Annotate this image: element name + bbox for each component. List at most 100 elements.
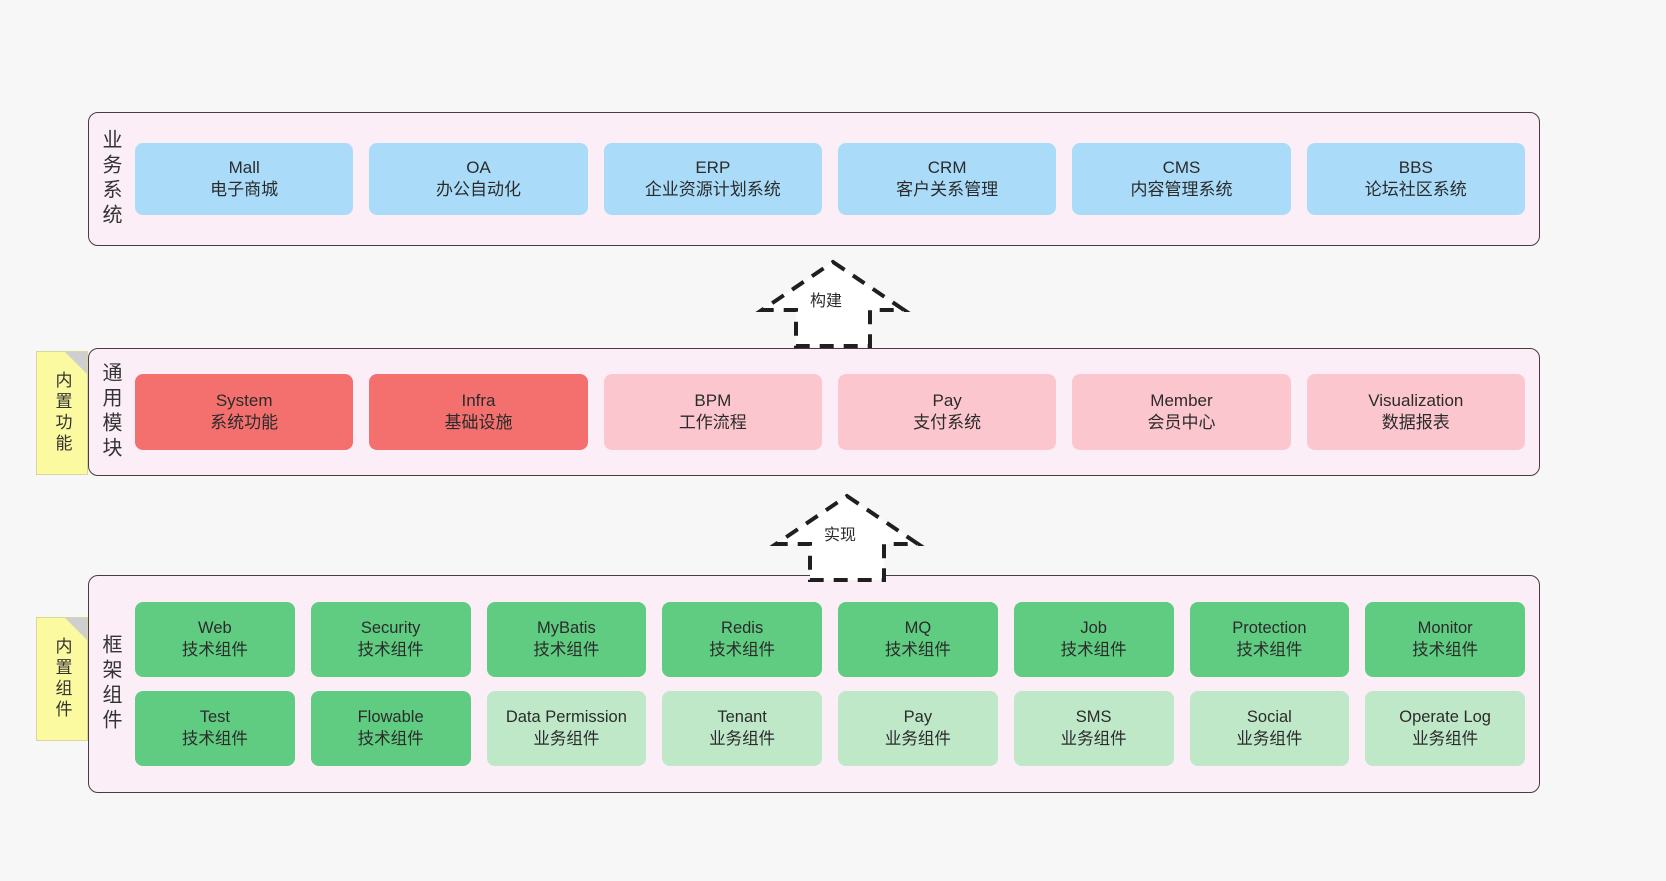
- component-card-title: Data Permission: [505, 708, 627, 727]
- component-card-subtitle: 技术组件: [181, 729, 248, 748]
- module-card-title: ERP: [695, 158, 731, 178]
- sticky-note-builtin-components: 内置组件: [36, 617, 88, 741]
- module-card-subtitle: 支付系统: [913, 413, 982, 432]
- component-card-subtitle: 技术组件: [181, 640, 248, 659]
- module-card-title: System: [215, 391, 273, 411]
- module-card-title: Member: [1150, 391, 1213, 411]
- component-card-tenant[interactable]: Tenant 业务组件: [662, 691, 822, 766]
- layer-business-systems[interactable]: 业务系统 Mall 电子商城 OA 办公自动化 ERP 企业资源计划系统 CRM…: [88, 112, 1540, 246]
- layer-framework-components[interactable]: 框架组件 Web 技术组件 Security 技术组件 MyBatis 技术组件…: [88, 575, 1540, 793]
- component-card-sms[interactable]: SMS 业务组件: [1013, 691, 1174, 766]
- component-card-operate-log[interactable]: Operate Log 业务组件: [1365, 691, 1525, 766]
- component-card-title: Test: [199, 708, 230, 727]
- layer-common-modules[interactable]: 通用模块 System 系统功能 Infra 基础设施 BPM 工作流程 Pay…: [88, 348, 1540, 476]
- component-card-title: Flowable: [357, 708, 424, 727]
- layer-label-framework: 框架组件: [99, 634, 121, 734]
- arrow-label-implement: 实现: [824, 527, 857, 544]
- module-card-infra[interactable]: Infra 基础设施: [369, 374, 588, 450]
- component-card-job[interactable]: Job 技术组件: [1013, 602, 1174, 677]
- component-card-subtitle: 技术组件: [357, 640, 424, 659]
- component-card-subtitle: 业务组件: [709, 729, 776, 748]
- component-card-web[interactable]: Web 技术组件: [135, 602, 295, 677]
- component-card-title: Redis: [721, 619, 764, 638]
- component-card-title: SMS: [1075, 708, 1112, 727]
- layer-row: Test 技术组件 Flowable 技术组件 Data Permission …: [135, 691, 1525, 766]
- module-card-subtitle: 企业资源计划系统: [644, 180, 781, 199]
- component-card-title: MQ: [904, 619, 932, 638]
- module-card-mall[interactable]: Mall 电子商城: [135, 143, 354, 215]
- component-card-protection[interactable]: Protection 技术组件: [1189, 602, 1350, 677]
- component-card-subtitle: 技术组件: [709, 640, 776, 659]
- module-card-bpm[interactable]: BPM 工作流程: [603, 374, 822, 450]
- component-card-subtitle: 技术组件: [1412, 640, 1479, 659]
- component-card-title: Protection: [1232, 619, 1307, 638]
- component-card-test[interactable]: Test 技术组件: [135, 691, 295, 766]
- module-card-title: CRM: [927, 158, 967, 178]
- module-card-title: OA: [466, 158, 491, 178]
- sticky-note-builtin-features: 内置功能: [36, 351, 88, 475]
- module-card-system[interactable]: System 系统功能: [135, 374, 354, 450]
- component-card-title: Security: [360, 619, 421, 638]
- module-card-title: BBS: [1398, 158, 1433, 178]
- component-card-subtitle: 技术组件: [357, 729, 424, 748]
- component-card-redis[interactable]: Redis 技术组件: [662, 602, 822, 677]
- note-fold-corner-icon: [65, 618, 87, 640]
- module-card-member[interactable]: Member 会员中心: [1072, 374, 1291, 450]
- component-card-security[interactable]: Security 技术组件: [310, 602, 471, 677]
- module-card-subtitle: 电子商城: [210, 180, 279, 199]
- layer-body-framework: Web 技术组件 Security 技术组件 MyBatis 技术组件 Redi…: [131, 576, 1539, 792]
- component-card-subtitle: 业务组件: [1412, 729, 1479, 748]
- component-card-title: Monitor: [1417, 619, 1473, 638]
- component-card-mybatis[interactable]: MyBatis 技术组件: [486, 602, 647, 677]
- generalization-arrow-build: 构建: [755, 258, 911, 348]
- component-card-title: Operate Log: [1399, 708, 1491, 727]
- module-card-subtitle: 客户关系管理: [896, 180, 999, 199]
- module-card-subtitle: 内容管理系统: [1130, 180, 1233, 199]
- layer-label-business: 业务系统: [99, 129, 121, 229]
- module-card-subtitle: 办公自动化: [435, 180, 521, 199]
- module-card-erp[interactable]: ERP 企业资源计划系统: [603, 143, 822, 215]
- module-card-subtitle: 系统功能: [210, 413, 279, 432]
- component-card-subtitle: 技术组件: [1236, 640, 1303, 659]
- component-card-monitor[interactable]: Monitor 技术组件: [1365, 602, 1525, 677]
- component-card-pay[interactable]: Pay 业务组件: [838, 691, 998, 766]
- component-card-subtitle: 业务组件: [1236, 729, 1303, 748]
- arrow-label-build: 构建: [810, 293, 843, 310]
- layer-body-common: System 系统功能 Infra 基础设施 BPM 工作流程 Pay 支付系统…: [131, 349, 1539, 475]
- component-card-social[interactable]: Social 业务组件: [1189, 691, 1350, 766]
- component-card-flowable[interactable]: Flowable 技术组件: [310, 691, 471, 766]
- module-card-title: Visualization: [1368, 391, 1464, 411]
- sticky-note-text: 内置功能: [52, 371, 72, 455]
- module-card-title: Mall: [228, 158, 260, 178]
- module-card-title: Pay: [932, 391, 962, 411]
- module-card-subtitle: 基础设施: [444, 413, 513, 432]
- layer-row: Web 技术组件 Security 技术组件 MyBatis 技术组件 Redi…: [135, 602, 1525, 677]
- component-card-title: Social: [1246, 708, 1292, 727]
- module-card-pay[interactable]: Pay 支付系统: [837, 374, 1057, 450]
- component-card-title: Pay: [903, 708, 933, 727]
- component-card-title: MyBatis: [537, 619, 596, 638]
- component-card-title: Web: [198, 619, 232, 638]
- component-card-mq[interactable]: MQ 技术组件: [838, 602, 998, 677]
- layer-row: Mall 电子商城 OA 办公自动化 ERP 企业资源计划系统 CRM 客户关系…: [135, 143, 1525, 215]
- component-card-data-permission[interactable]: Data Permission 业务组件: [486, 691, 647, 766]
- layer-row: System 系统功能 Infra 基础设施 BPM 工作流程 Pay 支付系统…: [135, 374, 1525, 450]
- arrow-outline-path: [769, 493, 925, 582]
- component-card-title: Tenant: [717, 708, 767, 727]
- note-fold-corner-icon: [65, 352, 87, 374]
- module-card-subtitle: 数据报表: [1381, 413, 1450, 432]
- module-card-title: CMS: [1162, 158, 1201, 178]
- component-card-subtitle: 技术组件: [1060, 640, 1127, 659]
- sticky-note-text: 内置组件: [52, 637, 72, 721]
- module-card-cms[interactable]: CMS 内容管理系统: [1072, 143, 1291, 215]
- component-card-subtitle: 技术组件: [533, 640, 600, 659]
- module-card-visualization[interactable]: Visualization 数据报表: [1306, 374, 1525, 450]
- module-card-crm[interactable]: CRM 客户关系管理: [837, 143, 1057, 215]
- component-card-title: Job: [1080, 619, 1107, 638]
- module-card-subtitle: 工作流程: [678, 413, 747, 432]
- module-card-oa[interactable]: OA 办公自动化: [369, 143, 588, 215]
- module-card-subtitle: 论坛社区系统: [1364, 180, 1467, 199]
- component-card-subtitle: 业务组件: [1060, 729, 1127, 748]
- component-card-subtitle: 技术组件: [884, 640, 951, 659]
- module-card-bbs[interactable]: BBS 论坛社区系统: [1306, 143, 1525, 215]
